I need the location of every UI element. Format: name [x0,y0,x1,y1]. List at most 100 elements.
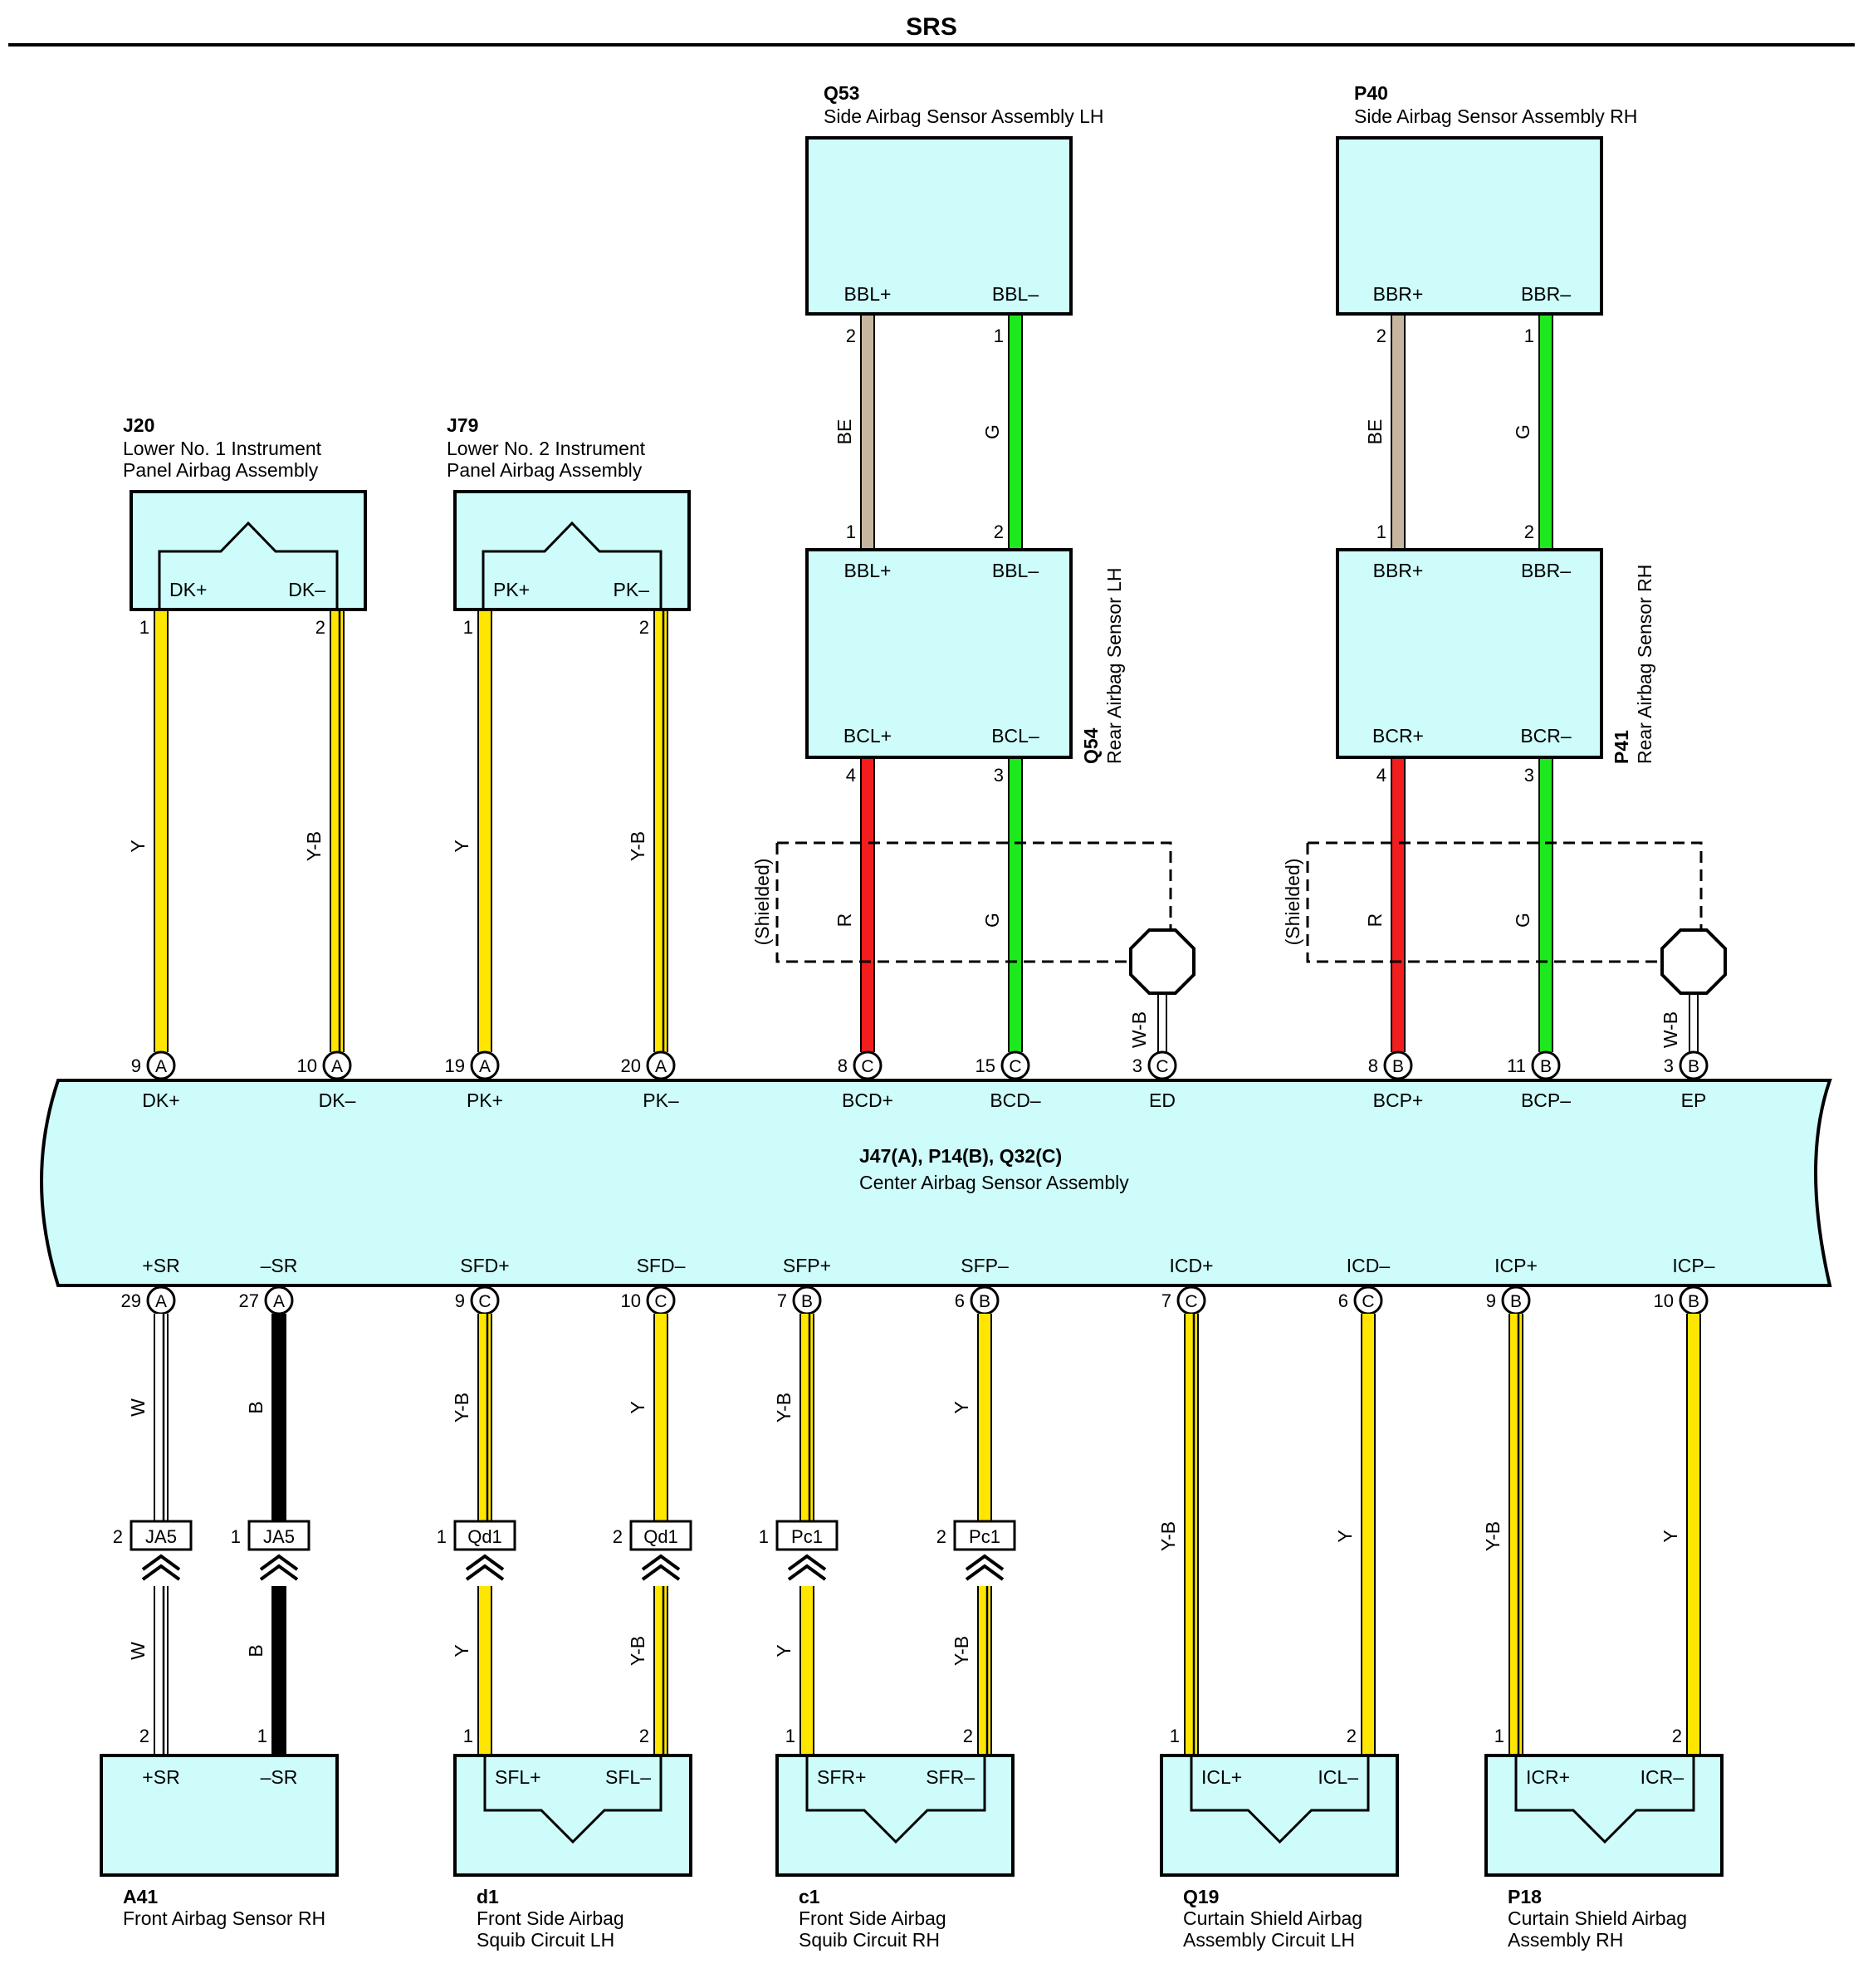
center-pin-label: SFD+ [460,1255,509,1276]
terminal-letter: A [331,1057,343,1076]
component-pin-number: 1 [257,1726,267,1746]
wire-color-label: Y [451,1644,472,1657]
component-pin-number: 1 [463,1726,473,1746]
component-pin-number: 1 [1524,326,1534,346]
shield-outline [1306,841,1703,963]
component-name: Curtain Shield Airbag [1183,1907,1362,1929]
connector-c-terminal: C [1000,1050,1030,1080]
wire-color-label: Y [773,1644,795,1657]
component-pin-label: ICL– [1318,1766,1358,1788]
junction-chevron [141,1554,181,1571]
wire-color-label: G [981,913,1003,928]
center-pin-label: SFP– [961,1255,1009,1276]
component-pin-label: BBR+ [1373,560,1424,581]
terminal-letter: B [1392,1057,1404,1076]
terminal-letter: C [654,1292,667,1311]
wire-color-label: G [1512,424,1533,439]
terminal-letter: C [1185,1292,1197,1311]
connector-b-terminal: B [1501,1285,1531,1315]
connector-b-terminal: B [970,1285,1000,1315]
wire-color-label: Y-B [1482,1521,1504,1551]
component-name: Squib Circuit LH [477,1929,614,1951]
squib-symbol [482,521,663,610]
component-box [1336,548,1603,759]
junction-chevron [965,1554,1005,1571]
center-pin-label: BCD– [990,1089,1041,1111]
junction-label: Qd1 [467,1526,502,1547]
wire-ed [1157,984,1167,1052]
component-pin-label: DK+ [169,579,207,600]
terminal-letter: A [155,1292,167,1311]
component-box [1160,1754,1399,1877]
terminal-letter: C [1362,1292,1374,1311]
junction-chevron [259,1564,299,1581]
component-pin-number: 2 [1376,326,1386,346]
wire-sfdminus-lower [653,1586,668,1755]
wire-color-label: B [245,1644,266,1657]
center-pin-number: 7 [1161,1290,1171,1311]
connector-b-terminal: B [1531,1050,1561,1080]
component-name: Front Airbag Sensor RH [123,1907,325,1929]
component-name: Assembly RH [1508,1929,1623,1951]
junction-chevron [259,1554,299,1571]
terminal-letter: B [1688,1292,1699,1311]
center-pin-label: ED [1149,1089,1176,1111]
terminal-letter: C [478,1292,491,1311]
connector-c-terminal: C [853,1050,883,1080]
junction-box [130,1520,193,1551]
connector-a-terminal: A [646,1050,676,1080]
terminal-circle [646,1050,676,1080]
component-code: Q19 [1183,1886,1219,1907]
component-pin-number: 1 [846,521,856,542]
component-pin-label: BBR– [1521,283,1571,305]
center-pin-label: BCP+ [1373,1089,1424,1111]
center-pin-label: ICD– [1347,1255,1391,1276]
wire-plussr [154,1314,169,1521]
component-pin-number: 2 [1347,1726,1357,1746]
center-assembly-code: J47(A), P14(B), Q32(C) [859,1145,1062,1167]
component-pin-number: 1 [1494,1726,1504,1746]
junction-pin-number: 2 [936,1526,946,1547]
connector-a-terminal: A [146,1050,176,1080]
component-box [1336,136,1603,316]
component-pin-number: 3 [1524,765,1534,786]
component-pin-number: 2 [1524,521,1534,542]
center-pin-number: 15 [976,1055,995,1076]
wire-color-label: Y-B [451,1393,472,1422]
component-box [453,1754,692,1877]
component-pin-number: 2 [315,617,325,638]
center-pin-label: –SR [261,1255,298,1276]
terminal-letter: A [655,1057,667,1076]
center-pin-number: 20 [621,1055,641,1076]
terminal-letter: A [155,1057,167,1076]
wire-color-label: Y-B [951,1636,972,1666]
terminal-letter: A [273,1292,285,1311]
connector-b-terminal: B [1383,1050,1413,1080]
wire-plussr-lower [154,1586,169,1755]
terminal-letter: C [861,1057,873,1076]
component-code: P40 [1354,82,1388,104]
junction-chevron [141,1564,181,1581]
connector-c-terminal: C [646,1285,676,1315]
wire-color-label: W [127,1642,149,1660]
component-pin-label: ICR+ [1526,1766,1570,1788]
center-pin-number: 10 [621,1290,641,1311]
connector-b-terminal: B [1679,1285,1709,1315]
center-pin-label: SFD– [637,1255,686,1276]
terminal-circle [853,1050,883,1080]
wire-color-label: G [981,424,1003,439]
component-code: c1 [799,1886,820,1907]
terminal-circle [322,1050,352,1080]
shield-enclosure: (Shielded) [1282,841,1727,995]
wire-ep [1689,984,1699,1052]
component-pin-label: BBR– [1521,560,1571,581]
component-pin-number: 2 [1672,1726,1682,1746]
connector-c-terminal: C [1353,1285,1383,1315]
